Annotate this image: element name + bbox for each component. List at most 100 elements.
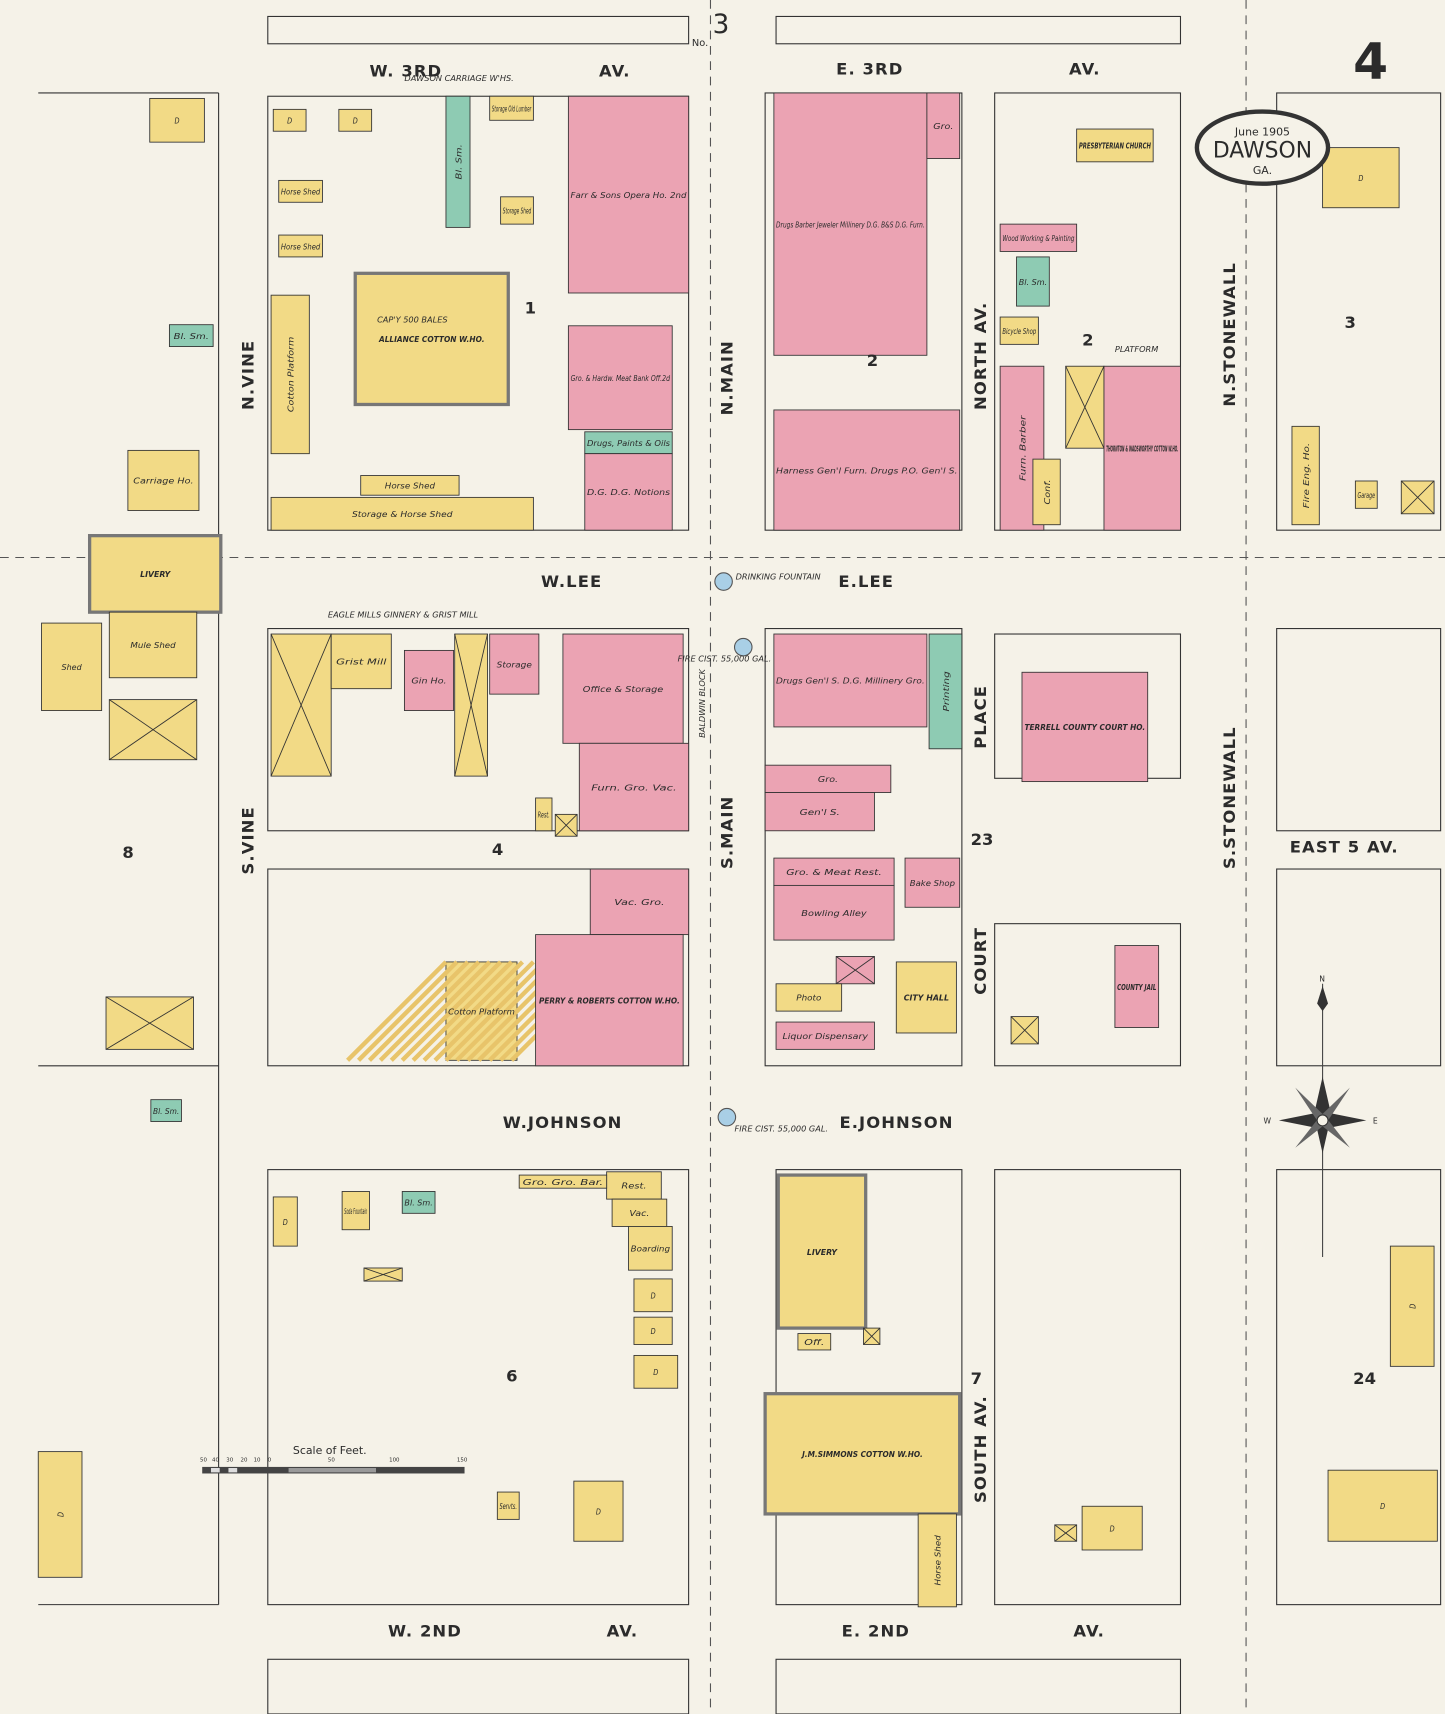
building-footprint-brick [562, 633, 684, 744]
building-footprint-frame [278, 234, 323, 258]
building-label: Horse Shed [385, 481, 436, 491]
scale-tick: 100 [389, 1457, 400, 1463]
building-footprint-frame [895, 961, 957, 1034]
block-number: 1 [525, 299, 536, 318]
building [1065, 365, 1105, 449]
building [1400, 480, 1435, 515]
building-footprint-frame [917, 1513, 957, 1608]
building-label: Soda Fountain [344, 1206, 367, 1216]
building-label: Bicycle Shop [1002, 326, 1036, 336]
building-label: J.M.SIMMONS COTTON W.HO. [800, 1449, 922, 1459]
building-footprint-frame [1322, 147, 1400, 209]
building-footprint-frame [127, 449, 200, 511]
building: D.G. D.G. Notions [584, 453, 673, 531]
building: Garage [1354, 480, 1378, 509]
building-footprint-frame [37, 1451, 83, 1578]
building: D [1327, 1469, 1438, 1542]
compass-n: N [1319, 975, 1325, 984]
block-outline [267, 1169, 690, 1606]
street-label-s-stonewall: S.STONEWALL [1220, 726, 1239, 869]
building-footprint-brick [773, 884, 895, 941]
building-label: Bl. Sm. [404, 1198, 432, 1208]
building-label: D [651, 1326, 656, 1336]
street-label-w-johnson: W.JOHNSON [503, 1113, 623, 1132]
building-label: Vac. Gro. [614, 897, 664, 907]
fire-cistern-label: FIRE CIST. 55,000 GAL. [678, 653, 772, 663]
building-label: Photo [796, 993, 821, 1003]
building: Horse Shed [917, 1513, 957, 1608]
building-footprint-frame [272, 1196, 298, 1247]
adjoining-sheet-number: 3 [713, 10, 730, 40]
building-label: Bake Shop [910, 878, 955, 888]
open-shed-cross-mark [835, 956, 875, 985]
compass-center [1316, 1114, 1329, 1127]
building-footprint-frame [360, 475, 460, 496]
building-footprint-frame [1354, 480, 1378, 509]
building-label: D [175, 116, 180, 126]
scale-tick: 50 [200, 1457, 207, 1463]
building-footprint-frame [1327, 1469, 1438, 1542]
building-label: Horse Shed [933, 1534, 943, 1585]
building-footprint-frame [776, 1173, 868, 1330]
building-label: Shed [62, 662, 83, 672]
building-footprint-stone [401, 1191, 436, 1214]
open-shed-cross-mark [1054, 1524, 1077, 1542]
drinking-fountain-label: DRINKING FOUNTAIN [736, 571, 821, 581]
street-label-north-av: NORTH AV. [971, 302, 990, 410]
title-state: GA. [1253, 164, 1272, 177]
block-number: 2 [1082, 330, 1093, 349]
street-label-s-main: S.MAIN [717, 796, 736, 869]
building-label: D [653, 1367, 658, 1377]
building-footprint-brick [403, 649, 455, 711]
building: Vac. Gro. [589, 868, 690, 936]
building-footprint-brick [775, 1021, 875, 1050]
building-label: D [283, 1217, 288, 1227]
building: Cotton Platform [270, 294, 310, 455]
building: Horse Shed [360, 475, 460, 496]
street-label-place: PLACE [971, 685, 990, 749]
building-label: Gro. [818, 774, 838, 784]
building-footprint-frame [1076, 128, 1154, 163]
building [105, 996, 194, 1050]
building-footprint-frame [87, 534, 223, 614]
building-label: Bl. Sm. [153, 1106, 179, 1116]
street-label-s-vine: S.VINE [239, 806, 258, 874]
street-label-n-vine: N.VINE [239, 340, 258, 410]
building-label: TERRELL COUNTY COURT HO. [1025, 722, 1146, 732]
building-footprint-frame [775, 983, 843, 1012]
building-label: D [1110, 1523, 1115, 1533]
building-label: Mule Shed [130, 640, 176, 650]
note-alliance-capacity: CAP'Y 500 BALES [377, 315, 448, 325]
building-label: Storage Shed [503, 206, 532, 216]
building-label: D [1407, 1304, 1417, 1309]
street-label-e-lee: E.LEE [838, 572, 894, 591]
adjoining-sheet-prefix: No. [692, 38, 708, 49]
note-eagle-mills: EAGLE MILLS GINNERY & GRIST MILL [328, 610, 479, 620]
building-label: D.G. D.G. Notions [587, 487, 671, 497]
building: D [272, 108, 307, 132]
building-label: Cotton Platform [285, 337, 295, 412]
building-footprint-frame [272, 108, 307, 132]
building-footprint-frame [628, 1226, 673, 1271]
street-label-court: COURT [971, 927, 990, 995]
building: D [149, 97, 205, 143]
building-footprint-frame [535, 797, 553, 832]
building-label: Drugs Gen'l S. D.G. Millinery Gro. [776, 676, 925, 686]
building-label: Drugs Barber Jeweler Millinery D.G. B&S … [776, 219, 925, 229]
building-label: D [1380, 1501, 1385, 1511]
building-footprint-frame [270, 294, 310, 455]
building-footprint-frame [489, 95, 534, 121]
platform-hatch [411, 960, 514, 1062]
building [835, 956, 875, 985]
building-label: Bl. Sm. [1019, 277, 1047, 287]
building-footprint-brick [764, 764, 892, 793]
building: Furn. Gro. Vac. [578, 742, 690, 832]
building-label: Rest. [538, 810, 550, 820]
building [1054, 1524, 1078, 1542]
street-label-e-johnson: E.JOHNSON [839, 1113, 953, 1132]
building-label: Furn. Gro. Vac. [591, 782, 676, 792]
building-label: Farr & Sons Opera Ho. 2nd [571, 190, 688, 200]
building-footprint-stone [1016, 256, 1050, 307]
